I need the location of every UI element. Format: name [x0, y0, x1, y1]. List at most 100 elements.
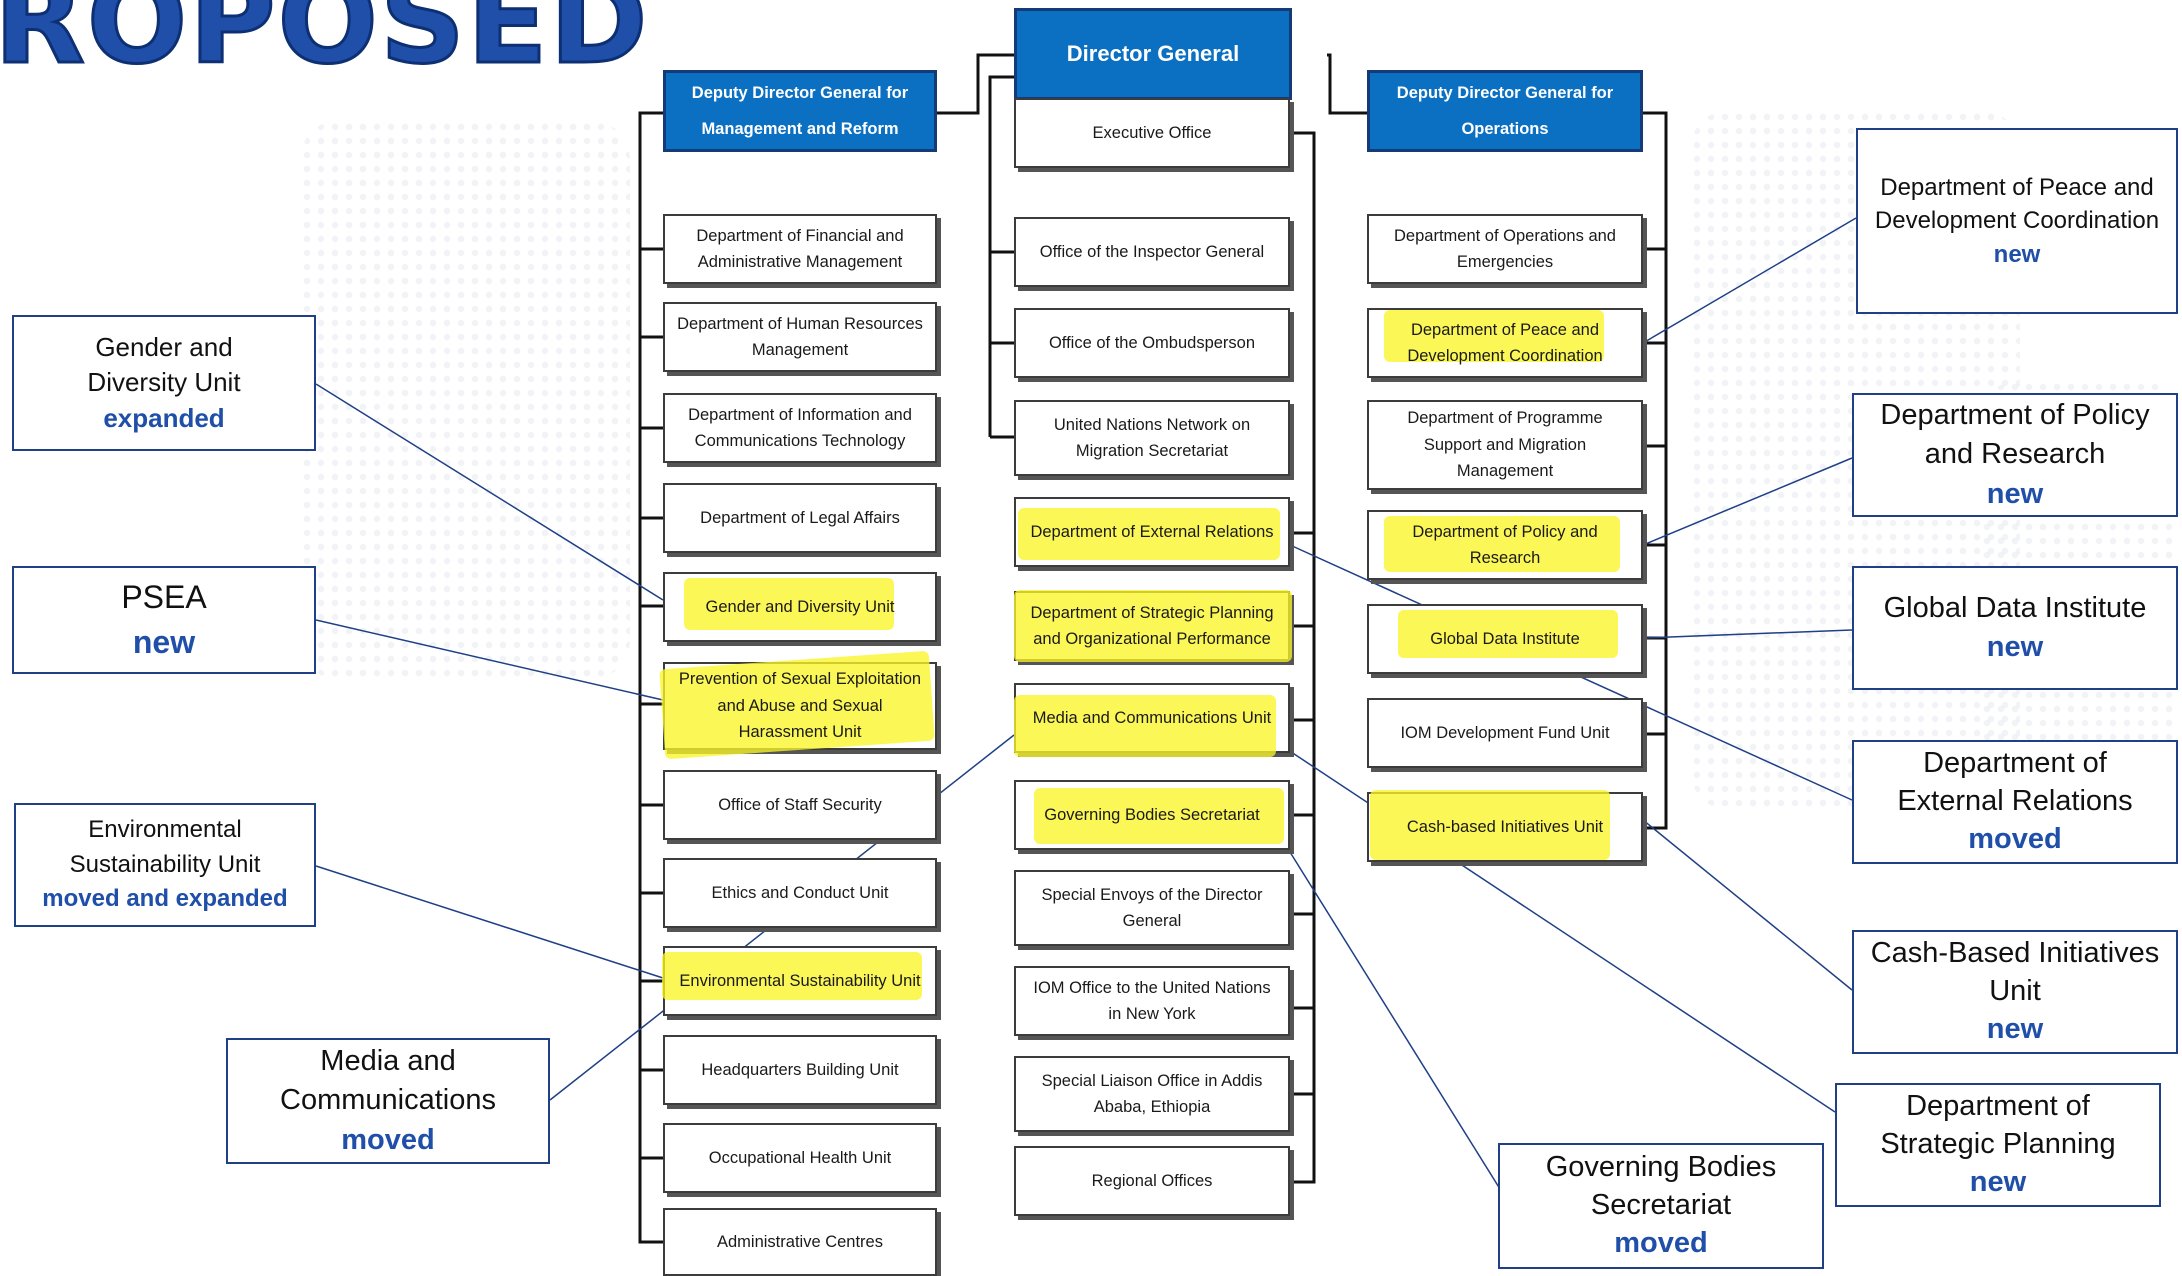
right-unit-box: Department of Operations and Emergencies — [1394, 226, 1616, 271]
unit-box-backing — [663, 302, 937, 372]
callout-text: Department of Policy and Research — [1880, 399, 2150, 471]
center-unit-box: Regional Offices — [1091, 1171, 1213, 1190]
center-unit-box: Media and Communications Unit — [1032, 708, 1272, 727]
highlight — [1398, 610, 1618, 658]
left-unit-box: Gender and Diversity Unit — [705, 597, 895, 616]
left-unit-box: Department of Financial and Administrati… — [696, 226, 904, 271]
unit-box-backing — [663, 1123, 937, 1193]
unit-box-backing — [1367, 698, 1643, 768]
callout-text: Environmental Sustainability Unit — [69, 815, 261, 878]
unit-box-backing — [663, 393, 937, 463]
unit-box-backing — [663, 858, 937, 928]
page-title: ROPOSED — [0, 0, 650, 90]
callout-text: Department of Strategic Planning — [1880, 1090, 2116, 1161]
left-unit-box: Office of Staff Security — [718, 795, 882, 814]
left-unit-box: Prevention of Sexual Exploitation and Ab… — [678, 670, 922, 742]
callout-peace: Department of Peace and Development Coor… — [1856, 128, 2178, 314]
highlight — [1014, 590, 1292, 662]
unit-box-backing — [1014, 400, 1290, 476]
callout-media: Media and Communications moved — [226, 1038, 550, 1164]
world-map-dots-background — [300, 120, 630, 680]
left-unit-box: Department of Human Resources Management — [677, 314, 923, 359]
left-unit-box: Administrative Centres — [717, 1232, 883, 1251]
right-unit-box: Global Data Institute — [1430, 629, 1580, 648]
unit-box-backing — [663, 770, 937, 840]
callout-tag: expanded — [103, 402, 225, 433]
left-unit-box: Environmental Sustainability Unit — [679, 971, 921, 990]
center-unit-box: Special Envoys of the Director General — [1041, 885, 1263, 930]
highlight — [684, 578, 894, 630]
callout-text: Department of External Relations — [1897, 747, 2133, 818]
callout-tag: moved — [1968, 822, 2062, 855]
unit-box-backing — [1014, 1146, 1290, 1216]
highlight — [1014, 695, 1276, 757]
right-unit-box: Department of Policy and Research — [1412, 522, 1598, 567]
callout-text: Gender and Diversity Unit — [87, 332, 241, 398]
ddg-operations-box: Deputy Director General for Operations — [1367, 70, 1643, 152]
callout-tag: new — [1986, 1012, 2044, 1045]
callout-gender: Gender and Diversity Unit expanded — [12, 315, 316, 451]
unit-box-backing — [1014, 966, 1290, 1036]
highlight — [1370, 790, 1610, 860]
center-unit-box: United Nations Network on Migration Secr… — [1053, 415, 1251, 460]
callout-text: Governing Bodies Secretariat — [1545, 1151, 1777, 1222]
center-unit-box: Special Liaison Office in Addis Ababa, E… — [1041, 1071, 1263, 1116]
center-unit-box: Department of External Relations — [1030, 522, 1274, 541]
callout-tag: moved — [341, 1123, 435, 1156]
callout-tag: new — [1969, 1165, 2027, 1198]
callout-tag: new — [1986, 631, 2044, 663]
right-unit-box: Department of Programme Support and Migr… — [1407, 409, 1603, 481]
left-unit-box: Headquarters Building Unit — [701, 1060, 899, 1079]
unit-box-backing — [1367, 400, 1643, 490]
unit-box-backing — [1014, 1056, 1290, 1132]
unit-box-backing — [1014, 870, 1290, 946]
callout-text: PSEA — [121, 579, 207, 616]
unit-box-backing — [1014, 98, 1290, 168]
left-unit-box: Occupational Health Unit — [708, 1148, 892, 1167]
left-unit-box: Department of Legal Affairs — [700, 508, 900, 527]
highlight — [662, 952, 922, 1000]
callout-policy: Department of Policy and Research new — [1852, 393, 2178, 517]
right-unit-box: Department of Peace and Development Coor… — [1407, 320, 1603, 365]
callout-text: Cash-Based Initiatives Unit — [1870, 937, 2160, 1008]
callout-tag: new — [1986, 477, 2044, 510]
center-unit-box: Office of the Inspector General — [1039, 242, 1265, 261]
highlight — [1384, 516, 1620, 572]
left-unit-box: Ethics and Conduct Unit — [711, 883, 889, 902]
center-unit-box: IOM Office to the United Nations in New … — [1033, 978, 1271, 1023]
callout-psea: PSEA new — [12, 566, 316, 674]
center-unit-box: Department of Strategic Planning and Org… — [1030, 603, 1274, 648]
callout-tag: new — [1993, 240, 2041, 268]
highlight — [1018, 508, 1280, 560]
unit-box-backing — [1014, 308, 1290, 378]
callout-gdi: Global Data Institute new — [1852, 566, 2178, 690]
callout-tag: new — [132, 624, 196, 660]
callout-text: Global Data Institute — [1883, 591, 2147, 624]
left-unit-box: Department of Information and Communicat… — [688, 405, 912, 450]
highlight — [1034, 788, 1284, 844]
callout-cash: Cash-Based Initiatives Unit new — [1852, 930, 2178, 1054]
callout-strategic: Department of Strategic Planning new — [1835, 1083, 2161, 1207]
callout-environment: Environmental Sustainability Unit moved … — [14, 803, 316, 927]
callout-text: Department of Peace and Development Coor… — [1874, 173, 2160, 235]
unit-box-backing — [663, 1035, 937, 1105]
callout-tag: moved and expanded — [42, 885, 288, 913]
unit-box-backing — [663, 214, 937, 284]
center-unit-box: Office of the Ombudsperson — [1048, 333, 1256, 352]
unit-box-backing — [663, 483, 937, 553]
unit-box-backing — [1014, 217, 1290, 287]
center-unit-box: Executive Office — [1092, 123, 1212, 142]
right-unit-box: Cash-based Initiatives Unit — [1406, 817, 1604, 836]
callout-external: Department of External Relations moved — [1852, 740, 2178, 864]
unit-box-backing — [1367, 214, 1643, 284]
right-unit-box: IOM Development Fund Unit — [1400, 723, 1610, 742]
callout-tag: moved — [1614, 1226, 1708, 1259]
callout-text: Media and Communications — [280, 1045, 496, 1117]
center-unit-box: Governing Bodies Secretariat — [1044, 805, 1260, 824]
ddg-management-box: Deputy Director General for Management a… — [663, 70, 937, 152]
callout-governing: Governing Bodies Secretariat moved — [1498, 1143, 1824, 1269]
director-general-box: Director General — [1014, 8, 1292, 100]
highlight — [1384, 310, 1604, 362]
